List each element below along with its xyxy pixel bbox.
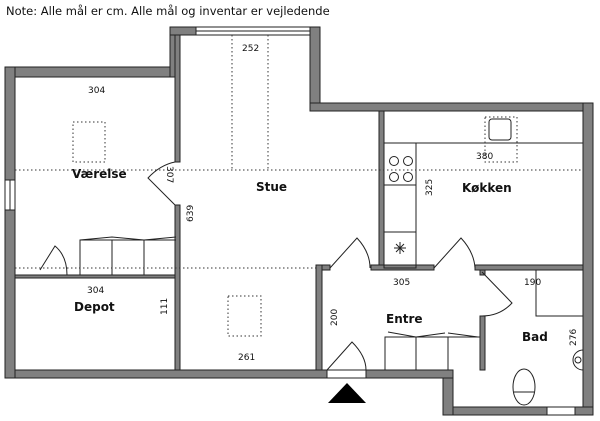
dim-bad-width: 190 [524, 278, 541, 288]
washbasin-icon [572, 349, 584, 371]
windows [4, 26, 576, 416]
outer-walls [4, 26, 594, 416]
dim-vaerelse-depth: 307 [164, 166, 174, 183]
dim-stue-top: 252 [242, 44, 259, 54]
dim-stue-bottom: 261 [238, 353, 255, 363]
dim-kokken-depth: 325 [425, 179, 435, 196]
dim-depot-width: 304 [87, 286, 104, 296]
fan-icon [394, 242, 406, 254]
dim-depot-depth: 111 [160, 298, 170, 315]
room-label-stue: Stue [256, 180, 287, 194]
room-label-kokken: Køkken [462, 181, 512, 195]
stove-icon [389, 156, 413, 182]
room-label-depot: Depot [74, 300, 115, 314]
toilet-icon [512, 368, 536, 406]
floorplan-note: Note: Alle mål er cm. Alle mål og invent… [6, 4, 330, 18]
room-label-bad: Bad [522, 330, 548, 344]
doors [39, 161, 513, 379]
entrance-arrow-icon [328, 383, 366, 403]
room-label-vaerelse: Værelse [72, 167, 127, 181]
dim-stue-length: 639 [186, 205, 196, 222]
fixtures [72, 116, 584, 406]
room-label-entre: Entre [386, 312, 423, 326]
dim-bad-depth: 276 [569, 329, 579, 346]
sink-icon [488, 118, 512, 141]
dim-entre-width: 305 [393, 278, 410, 288]
dimension-lines [15, 35, 583, 269]
dim-vaerelse-width: 304 [88, 86, 105, 96]
dim-kokken-width: 380 [476, 152, 493, 162]
dim-entre-depth: 200 [330, 309, 340, 326]
